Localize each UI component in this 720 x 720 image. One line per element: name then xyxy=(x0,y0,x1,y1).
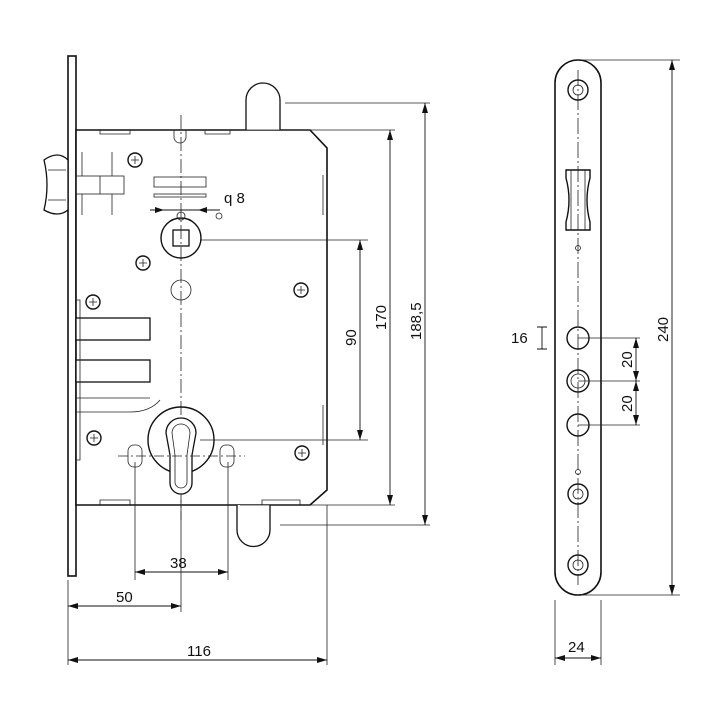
dim-50: 50 xyxy=(68,589,181,609)
dim-24: 24 xyxy=(555,639,601,661)
dim-20-lower: 20 xyxy=(619,381,639,425)
faceplate-edge xyxy=(67,55,77,577)
dim-90-label: 90 xyxy=(343,329,360,346)
dim-188-5: 188,5 xyxy=(408,103,428,525)
dim-90: 90 xyxy=(343,240,363,440)
dim-q8-label: q 8 xyxy=(224,190,245,207)
dim-170-label: 170 xyxy=(373,305,390,330)
dim-38-label: 38 xyxy=(170,555,187,572)
dim-50-label: 50 xyxy=(116,589,133,606)
dim-38: 38 xyxy=(135,555,228,575)
dim-q8: q 8 xyxy=(150,190,245,213)
bottom-hook xyxy=(236,505,271,548)
dim-116-label: 116 xyxy=(187,643,211,660)
latch-bolt-head xyxy=(43,154,69,215)
top-hook xyxy=(245,82,281,130)
deadbolt-upper xyxy=(75,317,151,341)
deadbolt-lower xyxy=(75,359,151,383)
dim-240-label: 240 xyxy=(655,317,672,342)
latch-window xyxy=(565,169,591,231)
dim-188-5-label: 188,5 xyxy=(408,302,425,340)
dim-20-lower-label: 20 xyxy=(619,395,636,412)
faceplate-front-view xyxy=(554,59,602,596)
dim-24-label: 24 xyxy=(568,639,585,656)
dim-20-upper: 20 xyxy=(619,338,639,381)
dim-116: 116 xyxy=(68,643,327,663)
dim-20-upper-label: 20 xyxy=(619,351,636,368)
dim-16: 16 xyxy=(511,326,547,350)
dim-16-label: 16 xyxy=(511,330,528,347)
dim-240: 240 xyxy=(655,60,675,595)
lock-side-view xyxy=(43,55,328,577)
screw-icons xyxy=(85,152,310,461)
dim-170: 170 xyxy=(373,130,393,505)
